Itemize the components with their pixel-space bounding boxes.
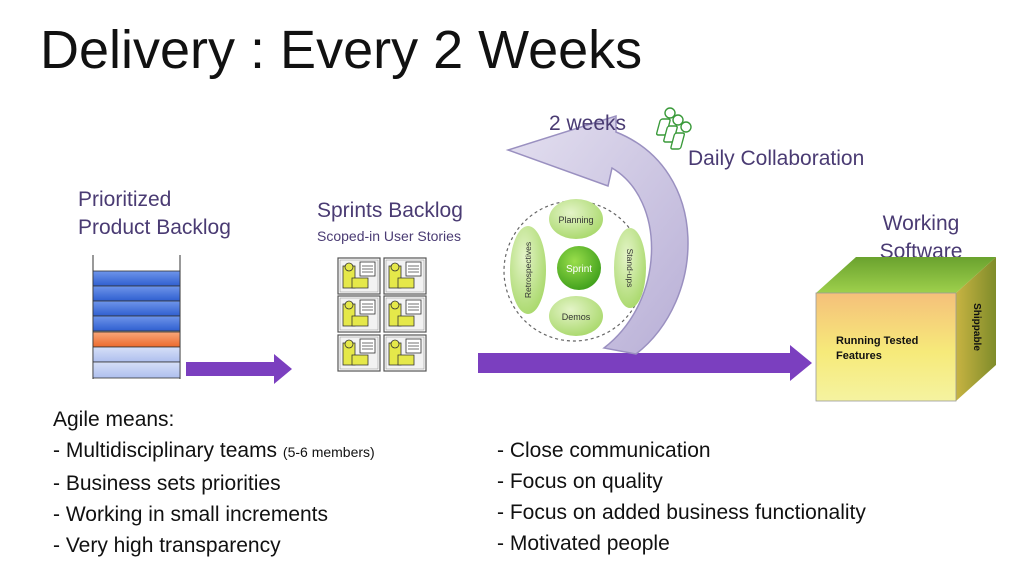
agile-right-item: - Motivated people bbox=[497, 532, 670, 555]
agile-right-list: - Close communication - Focus on quality… bbox=[497, 435, 866, 559]
cube-front-label: Running Tested Features bbox=[836, 334, 918, 364]
planning-label: Planning bbox=[558, 215, 593, 225]
cube-side-label: Shippable bbox=[971, 303, 982, 351]
agile-heading: Agile means: bbox=[53, 408, 175, 431]
sprints-backlog-subtitle: Scoped-in User Stories bbox=[317, 228, 461, 244]
demos-node bbox=[549, 296, 603, 336]
backlog-item bbox=[92, 361, 181, 379]
sprint-cycle: Sprint Planning Demos Retrospectives Sta… bbox=[503, 199, 646, 342]
user-story-card bbox=[337, 257, 381, 295]
product-backlog-label-line2: Product Backlog bbox=[78, 216, 231, 239]
cube-side bbox=[956, 257, 996, 401]
sprints-backlog-title: Sprints Backlog bbox=[317, 199, 463, 222]
standups-label: Stand-ups bbox=[625, 249, 635, 288]
backlog-item bbox=[92, 315, 181, 332]
arrow-to-working-software bbox=[478, 345, 812, 381]
agile-left-item-text: - Multidisciplinary teams bbox=[53, 439, 283, 462]
team-people-icon bbox=[656, 107, 692, 150]
agile-left-item: - Working in small increments bbox=[53, 503, 329, 526]
product-backlog-label-line1: Prioritized bbox=[78, 188, 172, 211]
user-story-card bbox=[383, 334, 427, 372]
agile-left-list: Agile means: - Multidisciplinary teams (… bbox=[53, 404, 375, 561]
agile-right-item: - Focus on added business functionality bbox=[497, 501, 866, 524]
sprint-center-label: Sprint bbox=[566, 264, 592, 275]
sprint-center-node bbox=[557, 246, 601, 290]
cube-top bbox=[816, 257, 996, 293]
user-story-card bbox=[383, 257, 427, 295]
backlog-item-highlight bbox=[92, 331, 181, 348]
agile-right-item: - Close communication bbox=[497, 439, 711, 462]
demos-label: Demos bbox=[562, 312, 591, 322]
retrospectives-label: Retrospectives bbox=[523, 242, 533, 298]
cube-front-line1: Running Tested bbox=[836, 335, 919, 347]
arrow-to-sprint-backlog bbox=[186, 354, 292, 384]
backlog-item bbox=[92, 285, 181, 302]
page-title: Delivery : Every 2 Weeks bbox=[40, 20, 643, 80]
agile-left-item: - Business sets priorities bbox=[53, 472, 281, 495]
daily-collaboration-label: Daily Collaboration bbox=[688, 147, 865, 170]
cube-front bbox=[815, 292, 957, 402]
user-story-card bbox=[337, 334, 381, 372]
retrospectives-node bbox=[510, 226, 546, 314]
user-story-card bbox=[337, 295, 381, 333]
product-backlog-stack bbox=[92, 255, 181, 379]
iteration-loop-arrow bbox=[505, 114, 689, 355]
agile-left-item-note: (5-6 members) bbox=[282, 444, 375, 460]
backlog-item bbox=[92, 270, 181, 287]
working-software-line1: Working bbox=[882, 212, 960, 235]
backlog-item bbox=[92, 346, 181, 363]
backlog-item bbox=[92, 300, 181, 317]
agile-left-item: - Multidisciplinary teams (5-6 members) bbox=[53, 435, 375, 468]
planning-node bbox=[549, 199, 603, 239]
two-weeks-label: 2 weeks bbox=[549, 112, 627, 135]
product-backlog-label: Prioritized Product Backlog bbox=[78, 186, 231, 242]
agile-left-item: - Very high transparency bbox=[53, 534, 281, 557]
working-software-cube: Shippable bbox=[815, 257, 996, 402]
standups-node bbox=[614, 228, 646, 308]
user-story-card bbox=[383, 295, 427, 333]
agile-right-item: - Focus on quality bbox=[497, 470, 663, 493]
cube-front-line2: Features bbox=[836, 350, 882, 362]
user-stories-grid bbox=[337, 257, 427, 372]
